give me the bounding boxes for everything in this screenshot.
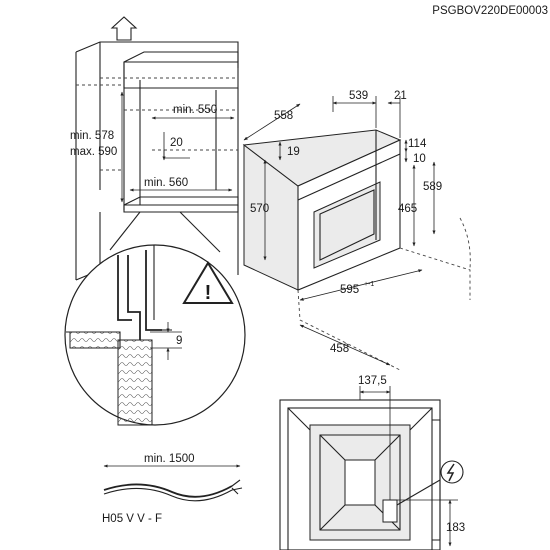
cable-drawing: min. 1500 H05 V V - F	[102, 453, 243, 525]
dim-458: 458	[330, 343, 349, 355]
dim-9: 9	[176, 335, 182, 347]
cabinet-drawing: min. 550 min. 578 max. 590 20 min. 560	[70, 16, 239, 281]
dim-min-578: min. 578	[70, 130, 114, 142]
warning-mark: !	[205, 282, 212, 304]
dim-21: 21	[394, 90, 407, 102]
back-view-drawing: 137,5 183	[279, 375, 465, 550]
dim-183: 183	[446, 522, 465, 534]
dim-min-550: min. 550	[173, 104, 217, 116]
dim-558: 558	[274, 110, 293, 122]
dim-595: 595	[340, 284, 359, 296]
dim-570: 570	[250, 203, 269, 215]
dim-max-590: max. 590	[70, 146, 117, 158]
dim-min-1500: min. 1500	[144, 453, 195, 465]
electric-connection-icon	[440, 460, 464, 484]
cable-type: H05 V V - F	[102, 513, 162, 525]
dim-539: 539	[349, 90, 368, 102]
dim-10: 10	[413, 153, 426, 165]
cable-line	[103, 483, 233, 498]
dim-19: 19	[287, 146, 300, 158]
oven-drawing: 558 539 21 114 10 19 570 589 465 595 +-1…	[242, 90, 471, 371]
detail-magnifier: 9 !	[64, 211, 246, 426]
connection-box	[382, 499, 398, 523]
dim-595-tolerance: +-1	[364, 281, 374, 288]
warning-icon	[182, 261, 234, 304]
dim-min-560: min. 560	[144, 177, 188, 189]
dim-137-5: 137,5	[358, 375, 387, 387]
up-arrow-icon	[110, 16, 138, 41]
dim-20: 20	[170, 137, 183, 149]
drawing-code: PSGBOV220DE00003	[432, 5, 548, 17]
dim-114: 114	[408, 138, 427, 150]
dim-589: 589	[423, 181, 442, 193]
dim-465: 465	[398, 203, 417, 215]
